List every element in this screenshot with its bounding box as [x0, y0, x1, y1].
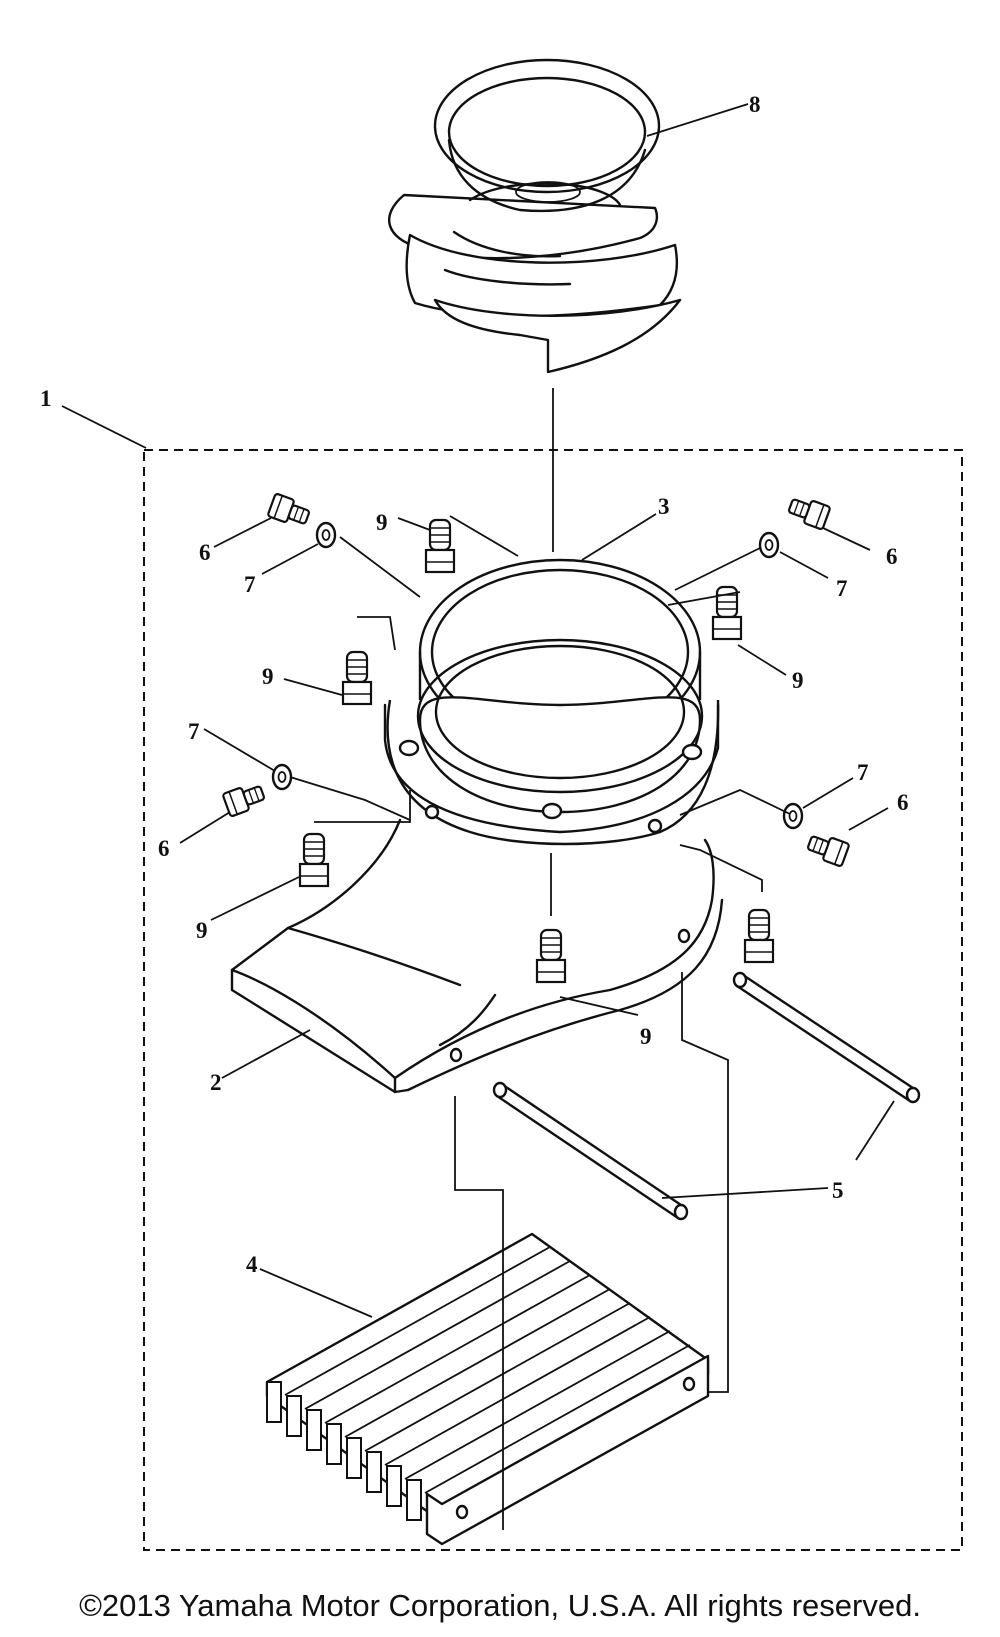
callout-6-left: 6 — [158, 836, 170, 861]
rod-part-5b — [732, 971, 921, 1104]
callout-labels: 1 2 3 4 5 6 6 6 6 7 7 7 7 8 9 9 9 9 9 — [40, 92, 909, 1277]
callout-8: 8 — [749, 92, 761, 117]
screw-6-right — [804, 830, 851, 868]
callout-7-top-right: 7 — [836, 576, 848, 601]
callout-9-left: 9 — [196, 918, 208, 943]
callout-6-top-right: 6 — [886, 544, 898, 569]
callout-9-bottom: 9 — [640, 1024, 652, 1049]
callout-5: 5 — [832, 1178, 844, 1203]
callout-9-top: 9 — [376, 510, 388, 535]
bolt-9-top — [424, 518, 456, 574]
washer-7-top-left — [315, 521, 337, 549]
screw-6-left — [221, 780, 268, 818]
washer-7-left — [271, 763, 293, 791]
callout-3: 3 — [658, 494, 670, 519]
callout-7-right: 7 — [857, 760, 869, 785]
callout-7-top-left: 7 — [244, 572, 256, 597]
rod-part-5a — [492, 1081, 689, 1221]
washer-7-top-right — [758, 531, 780, 559]
screw-6-top-left — [266, 492, 313, 530]
callout-7-left: 7 — [188, 719, 200, 744]
grate-part-4 — [265, 1232, 710, 1546]
callout-leaders — [61, 103, 895, 1318]
callout-9-upper-left: 9 — [262, 664, 274, 689]
copyright-notice: ©2013 Yamaha Motor Corporation, U.S.A. A… — [79, 1588, 921, 1623]
bolt-9-right — [743, 908, 775, 964]
impeller-part-8 — [387, 58, 682, 374]
callout-4: 4 — [246, 1252, 258, 1277]
callout-6-top-left: 6 — [199, 540, 211, 565]
callout-2: 2 — [210, 1070, 222, 1095]
housing-part-2 — [230, 638, 724, 1094]
callout-1: 1 — [40, 386, 52, 411]
callout-9-upper-right: 9 — [792, 668, 804, 693]
screw-6-top-right — [785, 493, 832, 531]
leader-lines — [289, 388, 791, 1530]
bolt-9-left — [298, 832, 330, 888]
callout-6-right: 6 — [897, 790, 909, 815]
bolt-9-center — [535, 928, 567, 984]
bolt-9-upper-left — [341, 650, 373, 706]
washer-7-right — [782, 802, 804, 830]
